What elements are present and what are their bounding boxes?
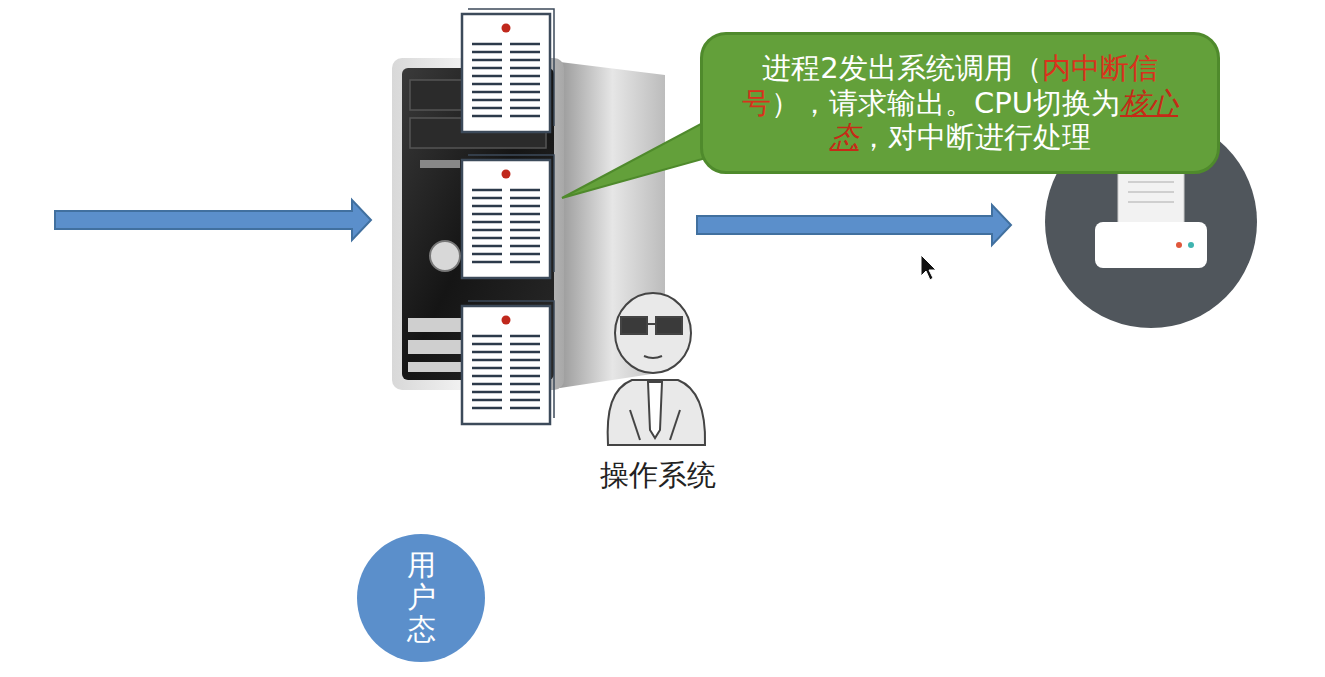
process-document (462, 301, 554, 424)
callout-text: ），请求输出。CPU切换为 (771, 86, 1120, 120)
os-person (608, 293, 705, 445)
output-arrow (697, 205, 1011, 245)
input-arrow (55, 200, 371, 240)
mouse-cursor (921, 255, 936, 280)
state-circle: 用户态 (357, 534, 485, 662)
os-label: 操作系统 (600, 456, 716, 496)
state-label: 用户态 (407, 550, 436, 646)
callout-text: 进程2发出系统调用（ (762, 51, 1041, 85)
process-document (462, 9, 554, 132)
callout-text-block: 进程2发出系统调用（内中断信号），请求输出。CPU切换为核心态，对中断进行处理 (729, 51, 1191, 155)
process-document (462, 155, 554, 278)
callout-text: ，对中断进行处理 (859, 120, 1091, 154)
callout-box: 进程2发出系统调用（内中断信号），请求输出。CPU切换为核心态，对中断进行处理 (700, 32, 1220, 174)
